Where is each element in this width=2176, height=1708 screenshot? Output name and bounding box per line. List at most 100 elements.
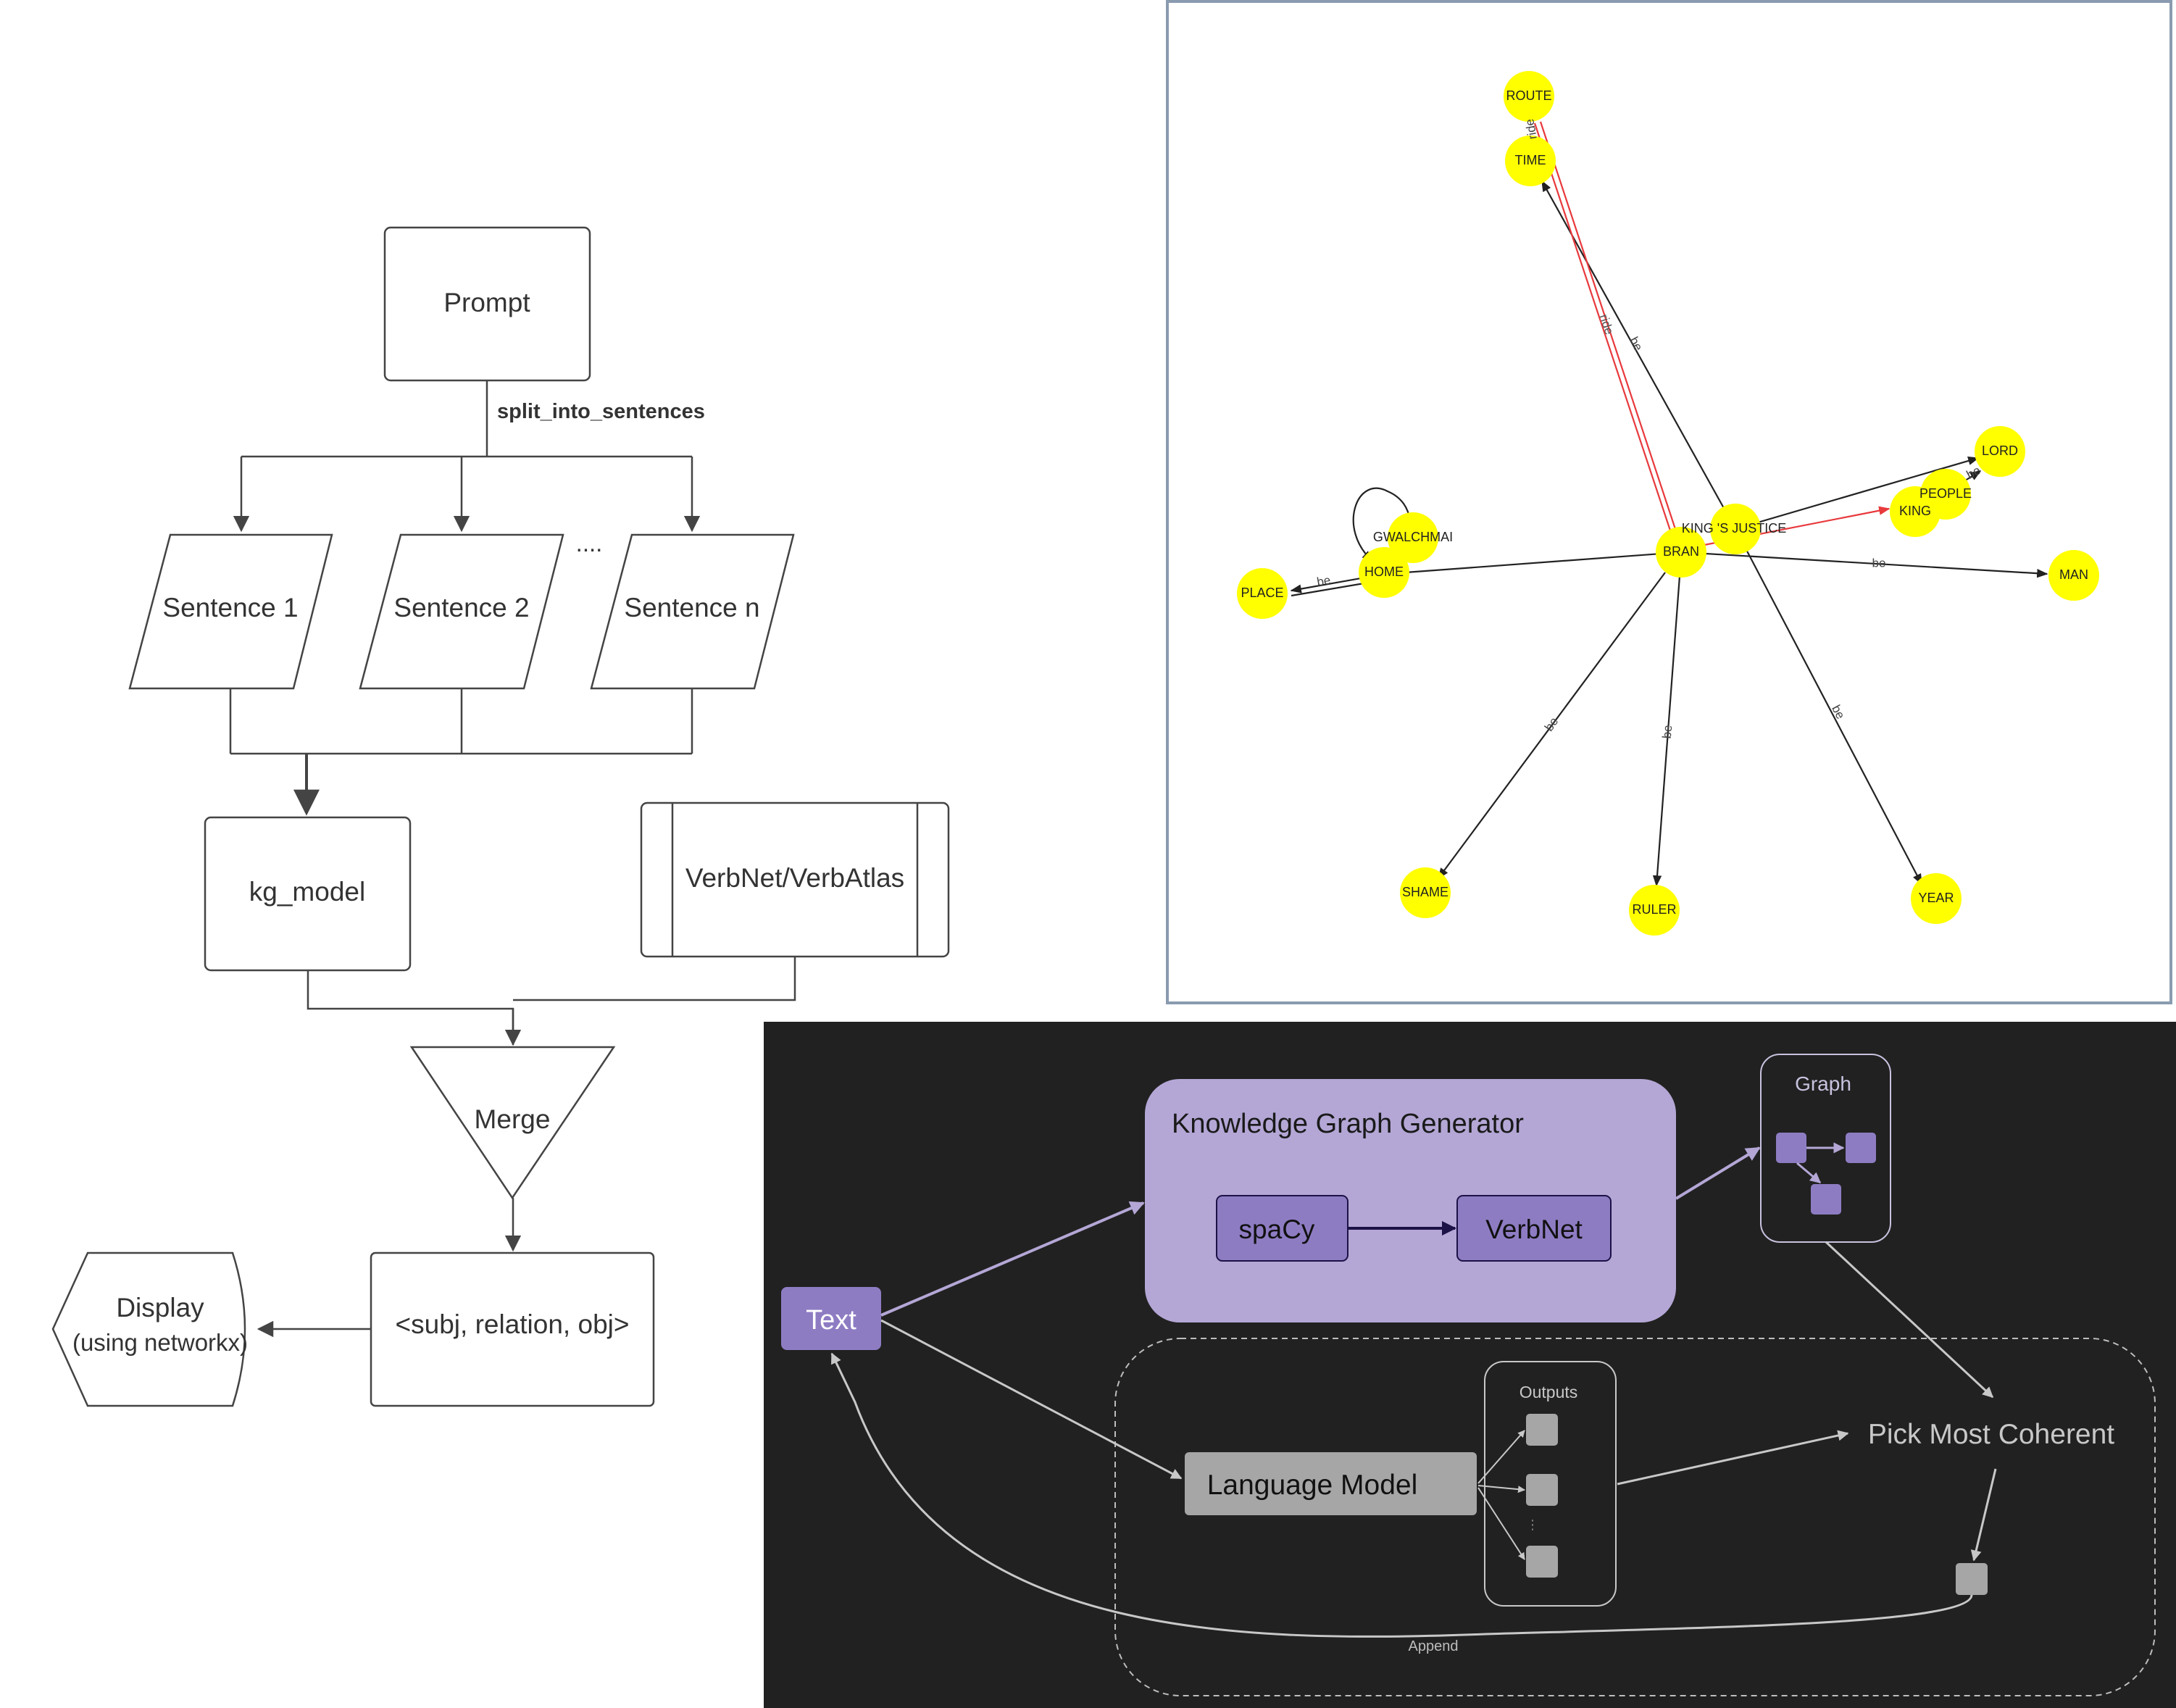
label-lord: LORD xyxy=(1982,443,2018,458)
edge-label-be-man: be xyxy=(1872,556,1886,570)
outputs-box xyxy=(1484,1361,1617,1607)
flowchart xyxy=(51,226,950,1407)
label-gwalchmai: GWALCHMAI xyxy=(1373,530,1453,544)
verbnet-atlas-label: VerbNet/VerbAtlas xyxy=(685,863,904,893)
graph-node-labels: ROUTE TIME LORD PEOPLE KING KING 'S JUST… xyxy=(1241,88,2088,917)
prompt-label: Prompt xyxy=(443,288,530,317)
label-home: HOME xyxy=(1364,565,1404,579)
selected-output-item xyxy=(1956,1563,1988,1595)
flowchart-labels: Prompt split_into_sentences Sentence 1 S… xyxy=(72,288,904,1356)
node-place xyxy=(1237,568,1288,619)
network-graph: ROUTE TIME LORD PEOPLE KING KING 'S JUST… xyxy=(1166,0,2172,1004)
arrow-outputs-pick xyxy=(1617,1430,1849,1486)
edge-bran-route xyxy=(1533,122,1672,531)
ellipsis-label: .... xyxy=(576,530,603,557)
edge-justice-lord xyxy=(1735,456,1980,530)
node-man xyxy=(2048,550,2099,601)
node-route xyxy=(1504,71,1554,122)
node-home xyxy=(1359,547,1409,598)
edge-bran-man xyxy=(1680,551,2048,578)
kg-model-label: kg_model xyxy=(249,877,365,907)
node-lord xyxy=(1975,426,2025,477)
verbnet-label: VerbNet xyxy=(1485,1215,1583,1244)
sentence-n-box xyxy=(590,533,795,690)
split-connector xyxy=(241,380,692,458)
language-model-box xyxy=(1185,1452,1477,1515)
append-curve xyxy=(830,1352,1973,1638)
node-king xyxy=(1890,486,1941,537)
sentence-1-box xyxy=(128,533,333,690)
kg-generator-title: Knowledge Graph Generator xyxy=(1172,1109,1524,1139)
node-bran xyxy=(1656,527,1706,578)
edge-justice-time xyxy=(1541,180,1736,530)
node-year xyxy=(1911,873,1962,924)
display-label: Display xyxy=(116,1293,204,1322)
sentence-2-box xyxy=(359,533,564,690)
label-place: PLACE xyxy=(1241,586,1283,600)
label-shame: SHAME xyxy=(1402,885,1448,899)
sentence-n-label: Sentence n xyxy=(624,593,759,622)
outputs-dots: ⋮ xyxy=(1526,1517,1539,1532)
arrow-kg-graph xyxy=(1675,1146,1761,1200)
pipeline-labels: Text Knowledge Graph Generator spaCy Ver… xyxy=(806,1072,2114,1654)
append-label: Append xyxy=(1409,1638,1459,1654)
graph-edges xyxy=(1290,180,2048,887)
node-justice xyxy=(1710,504,1761,554)
graph-output-box xyxy=(1760,1054,1891,1243)
arrow-lm-output-1 xyxy=(1477,1430,1525,1484)
label-route: ROUTE xyxy=(1506,88,1552,103)
graph-edge-a-c xyxy=(1796,1162,1822,1184)
edge-justice-year xyxy=(1735,528,1922,886)
pipeline: ⋮ Text Knowledge Graph Generator spaCy V… xyxy=(764,1022,2176,1708)
graph-node-c xyxy=(1811,1184,1841,1215)
edge-bran-route-2 xyxy=(1539,121,1677,530)
graph-nodes xyxy=(1237,71,2099,936)
node-ruler xyxy=(1629,885,1680,936)
text-input-box xyxy=(781,1287,881,1350)
split-label: split_into_sentences xyxy=(497,400,705,423)
lm-output-arrows xyxy=(1477,1430,1525,1560)
arrow-text-kg xyxy=(880,1201,1145,1317)
display-shape xyxy=(51,1251,246,1407)
edge-label-be-place: be xyxy=(1316,573,1332,589)
lm-dashed-group xyxy=(1114,1338,2156,1696)
label-man: MAN xyxy=(2059,567,2088,582)
outputs-title: Outputs xyxy=(1520,1383,1578,1401)
edge-bran-shame xyxy=(1438,572,1666,880)
arrow-text-lm xyxy=(880,1319,1183,1480)
graph-frame xyxy=(1166,0,2172,1004)
label-bran: BRAN xyxy=(1663,544,1699,559)
output-item-1 xyxy=(1526,1414,1558,1446)
edge-label-ride-top: ride xyxy=(1522,118,1540,141)
merge-label: Merge xyxy=(475,1104,551,1134)
label-king: KING xyxy=(1899,504,1931,518)
display-sublabel: (using networkx) xyxy=(72,1329,248,1356)
sentence-1-label: Sentence 1 xyxy=(162,593,298,622)
label-year: YEAR xyxy=(1918,891,1954,905)
output-item-3 xyxy=(1526,1546,1558,1578)
node-gwalchmai xyxy=(1388,512,1438,563)
label-people: PEOPLE xyxy=(1919,486,1972,501)
arrow-graph-pick xyxy=(1825,1241,1994,1399)
language-model-label: Language Model xyxy=(1207,1470,1418,1501)
triple-label: <subj, relation, obj> xyxy=(396,1309,630,1339)
arrow-lm-output-3 xyxy=(1477,1487,1525,1560)
graph-node-b xyxy=(1846,1133,1876,1163)
sentence-2-label: Sentence 2 xyxy=(393,593,529,622)
label-time: TIME xyxy=(1515,153,1546,167)
arrow-pick-result xyxy=(1970,1468,1997,1562)
text-input-label: Text xyxy=(806,1305,856,1336)
node-shame xyxy=(1400,867,1451,918)
edge-bran-home xyxy=(1385,551,1682,575)
node-time xyxy=(1505,136,1556,186)
sentences-join-connector xyxy=(229,688,693,755)
pick-label: Pick Most Coherent xyxy=(1868,1419,2114,1450)
spacy-label: spaCy xyxy=(1239,1215,1315,1244)
arrow-lm-output-2 xyxy=(1477,1485,1525,1494)
edge-label-be-ruler: be xyxy=(1660,725,1675,740)
verbnet-box xyxy=(1456,1195,1612,1262)
label-ruler: RULER xyxy=(1632,902,1676,917)
label-justice: KING 'S JUSTICE xyxy=(1682,521,1786,536)
merge-triangle xyxy=(409,1046,616,1200)
